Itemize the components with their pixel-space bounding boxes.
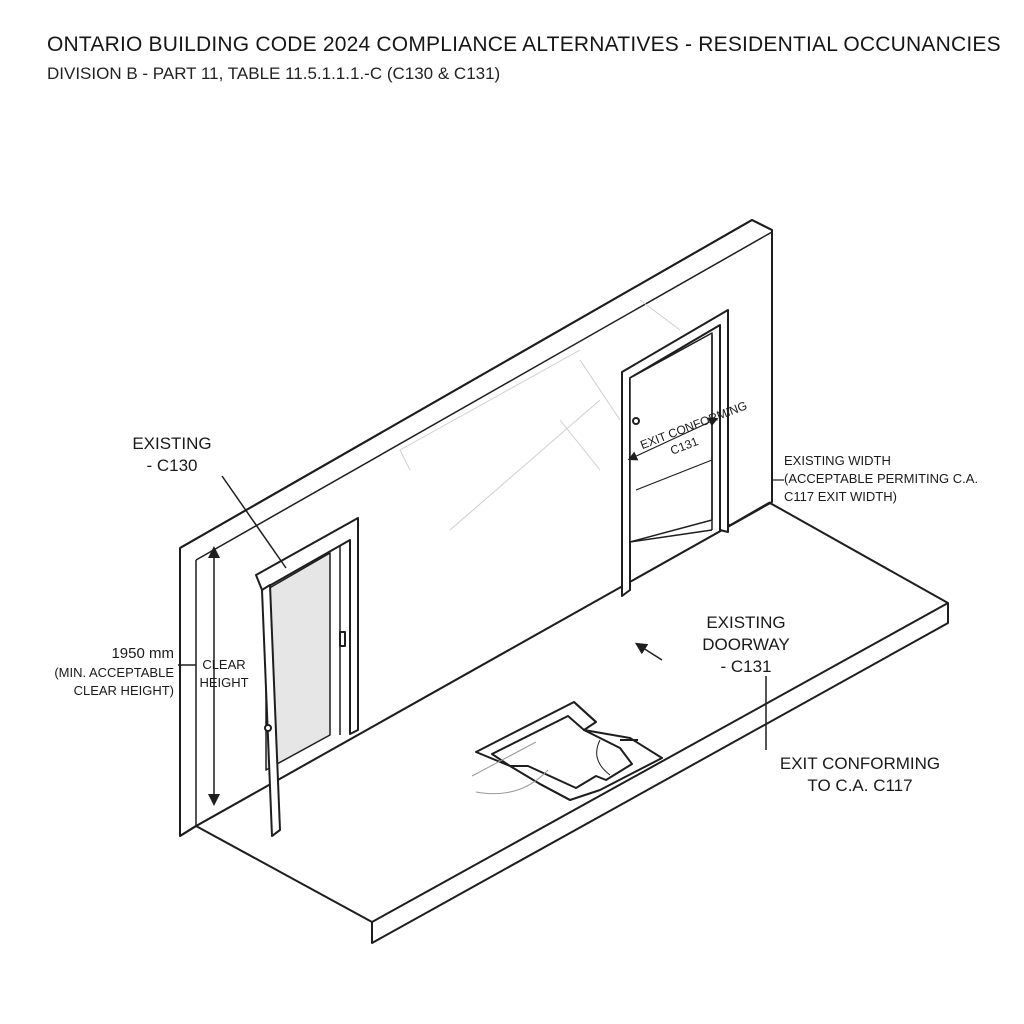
label-clear-height: CLEAR HEIGHT xyxy=(199,657,249,690)
leader-c130 xyxy=(221,475,287,569)
page-title: ONTARIO BUILDING CODE 2024 COMPLIANCE AL… xyxy=(47,33,1001,56)
door-width-dimension xyxy=(627,417,784,491)
label-existing-c130: EXISTING - C130 xyxy=(132,434,212,475)
door-c130 xyxy=(255,517,359,837)
wall-panel-lines xyxy=(399,299,681,531)
label-existing-doorway: EXISTING DOORWAY - C131 xyxy=(702,613,790,676)
page-subtitle: DIVISION B - PART 11, TABLE 11.5.1.1.1.-… xyxy=(47,64,501,83)
label-height-dimension: 1950 mm (MIN. ACCEPTABLE CLEAR HEIGHT) xyxy=(54,645,174,698)
label-exit-conforming: EXIT CONFORMING TO C.A. C117 xyxy=(779,754,941,795)
clear-height-dimension xyxy=(178,546,220,806)
floor-swing-lines xyxy=(471,741,549,795)
label-existing-width: EXISTING WIDTH (ACCEPTABLE PERMITING C.A… xyxy=(784,453,979,504)
floor-exit-opening xyxy=(475,701,663,801)
direction-arrow xyxy=(634,642,663,661)
